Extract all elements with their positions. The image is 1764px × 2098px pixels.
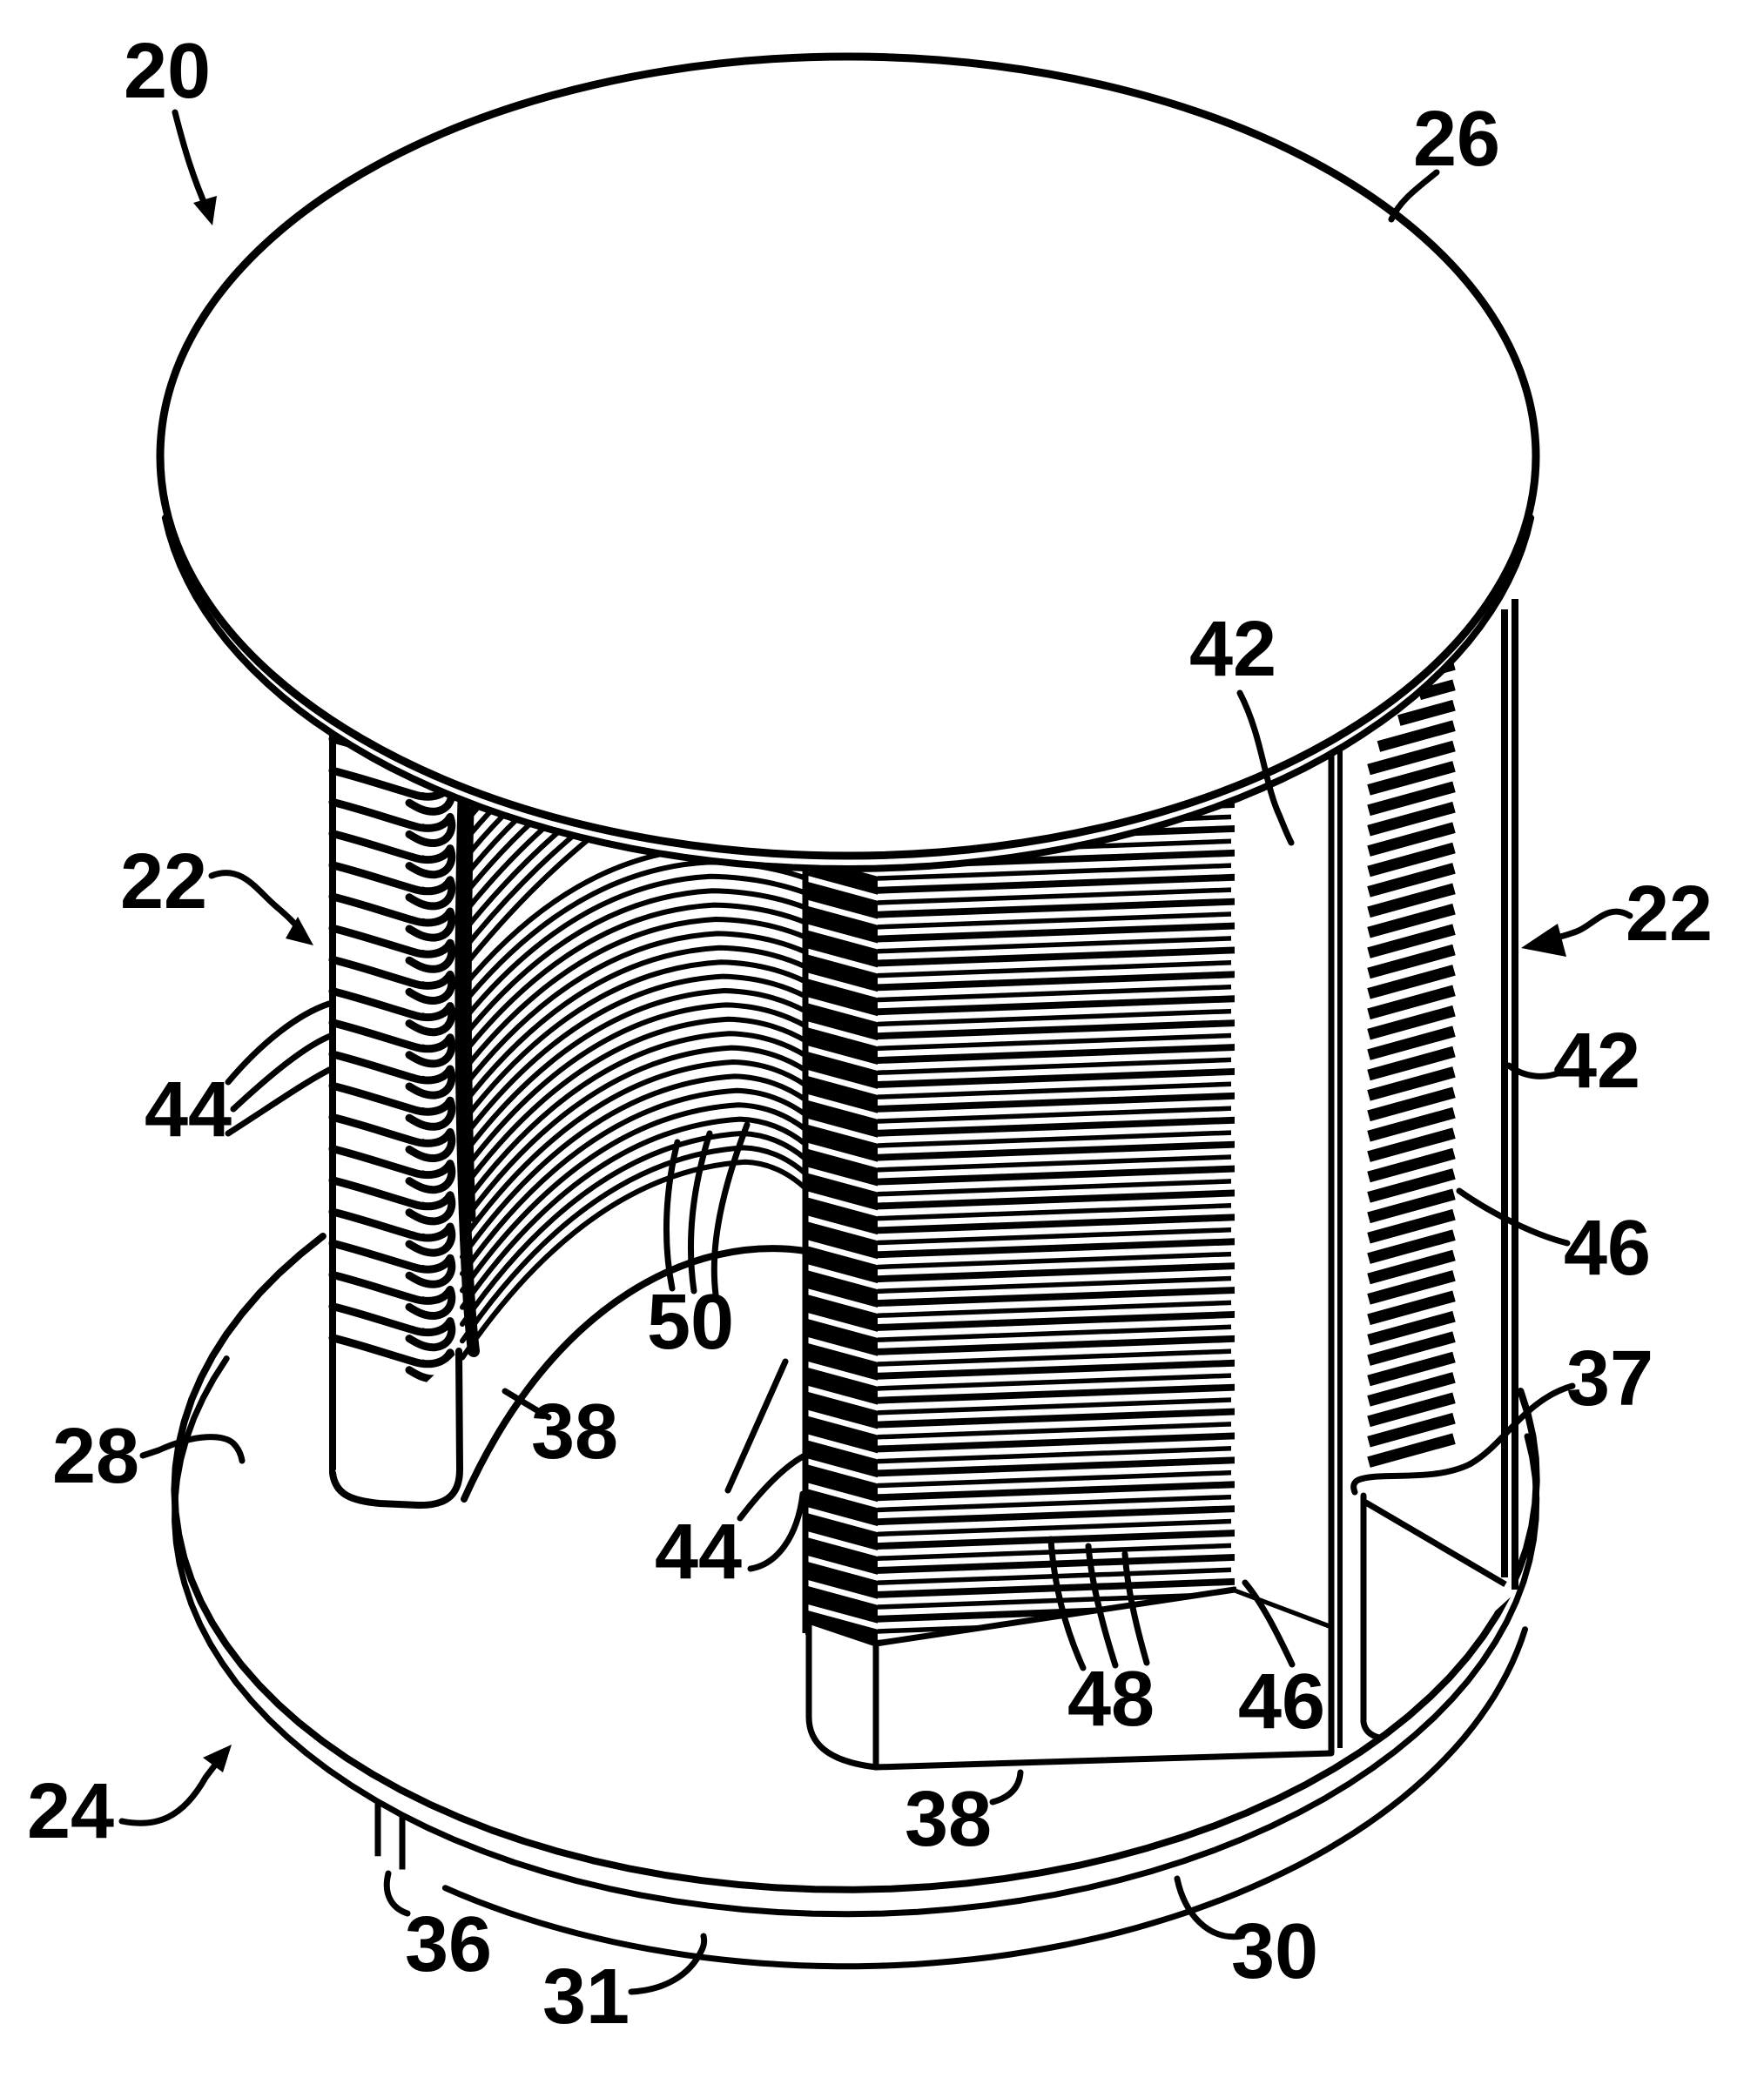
svg-text:37: 37 [1566, 1335, 1653, 1422]
svg-text:26: 26 [1413, 96, 1500, 183]
svg-text:44: 44 [655, 1509, 742, 1596]
svg-text:22: 22 [1626, 871, 1713, 958]
svg-text:44: 44 [145, 1066, 232, 1153]
svg-text:36: 36 [405, 1901, 492, 1988]
svg-text:31: 31 [542, 1953, 630, 2041]
svg-text:24: 24 [27, 1768, 114, 1855]
svg-text:20: 20 [124, 28, 211, 115]
svg-text:38: 38 [905, 1776, 992, 1863]
svg-text:28: 28 [52, 1413, 139, 1500]
svg-text:50: 50 [647, 1279, 734, 1366]
svg-text:38: 38 [531, 1389, 618, 1476]
svg-text:46: 46 [1564, 1205, 1651, 1292]
svg-text:30: 30 [1231, 1908, 1318, 1995]
svg-text:46: 46 [1238, 1658, 1325, 1745]
svg-text:42: 42 [1189, 606, 1276, 693]
svg-text:42: 42 [1553, 1018, 1640, 1105]
svg-text:22: 22 [120, 838, 207, 925]
